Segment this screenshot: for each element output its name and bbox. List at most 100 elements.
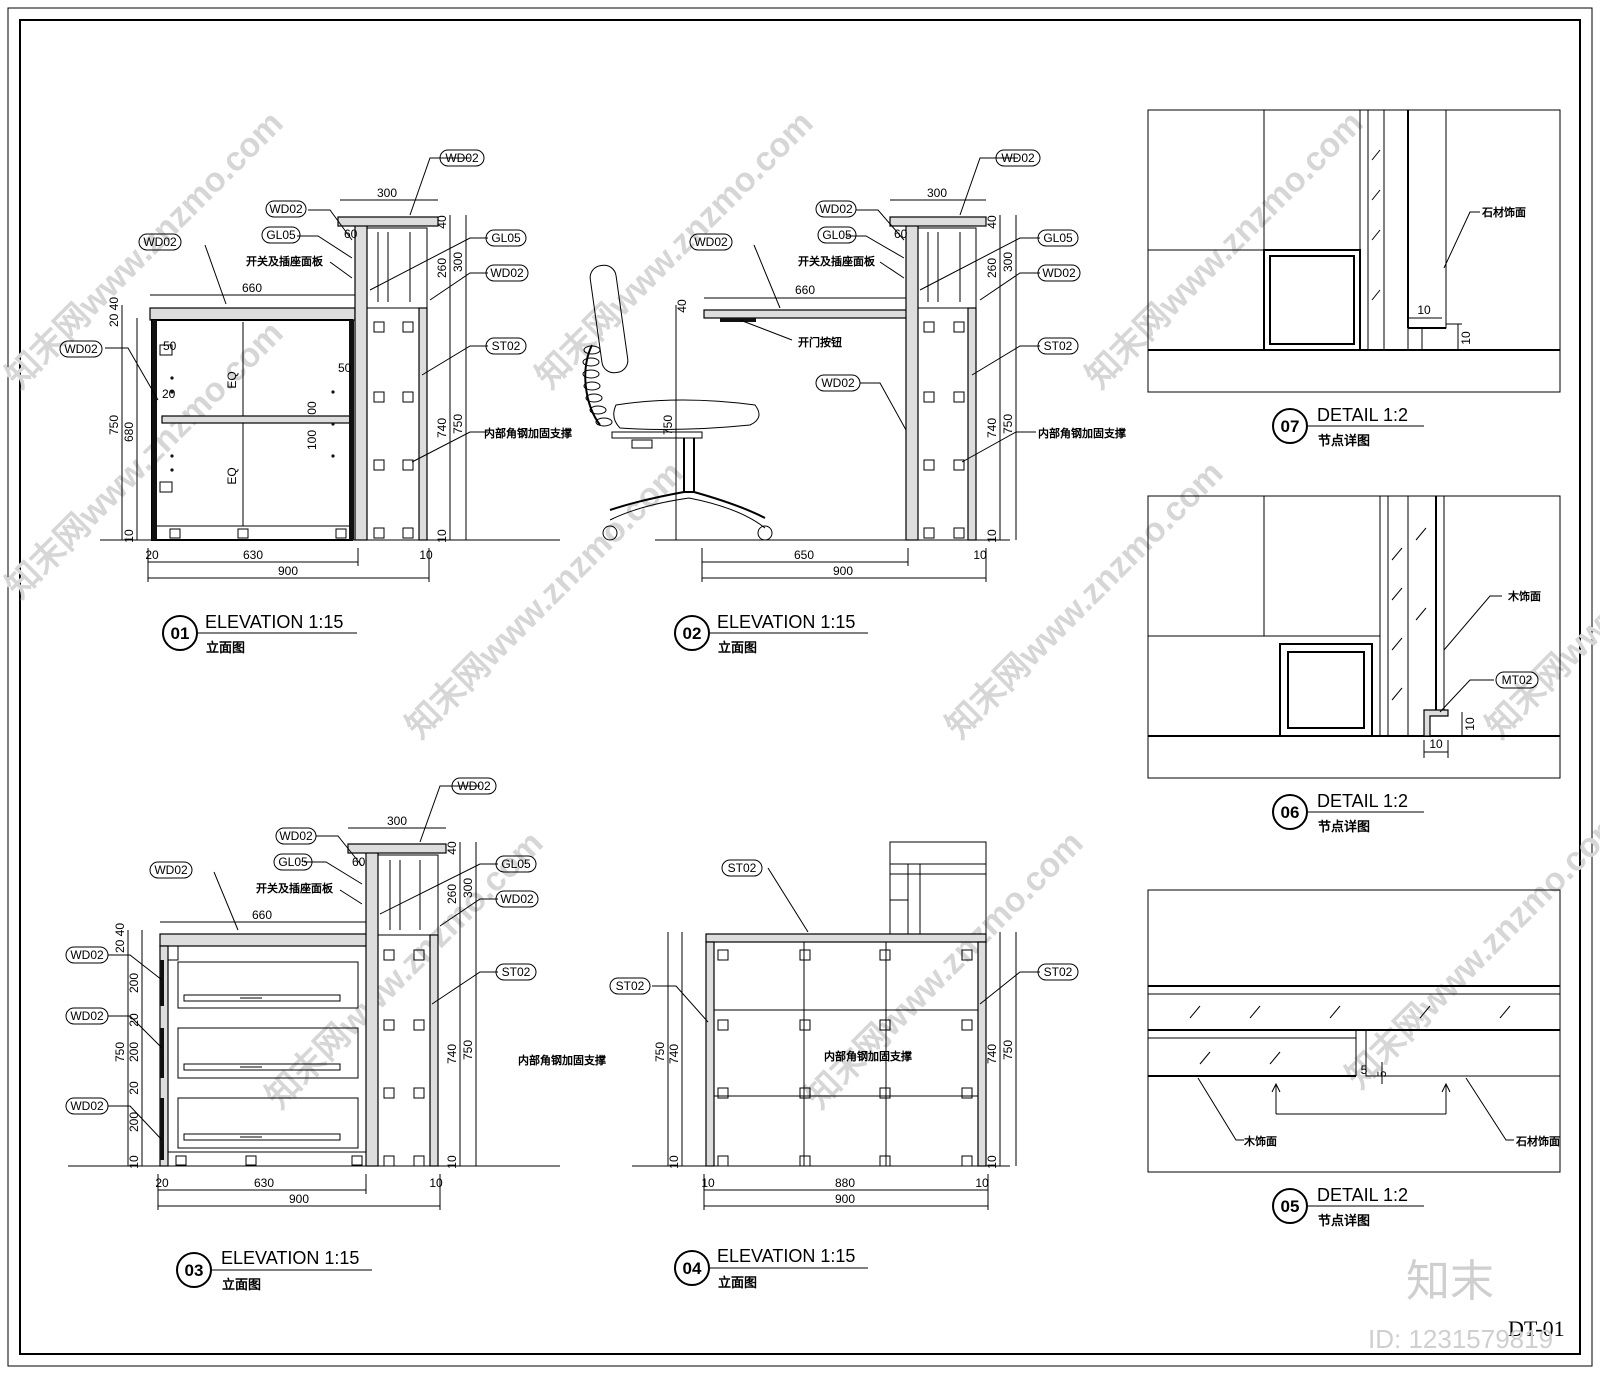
drawing-text: 20 [155, 1176, 169, 1190]
detail-06-drawing [1147, 495, 1561, 779]
wood-finish-note: 木饰面 [1507, 589, 1541, 603]
view-title: ELEVATION 1:15 [717, 1246, 855, 1266]
drawing-text: 740 [445, 1044, 459, 1064]
gl05-tag: GL05 [261, 226, 301, 244]
drawing-text: 10 [445, 1155, 459, 1169]
view-title: DETAIL 1:2 [1317, 405, 1408, 425]
drawing-text: 300 [1001, 252, 1015, 272]
drawing-text: 200 [127, 1112, 141, 1132]
drawing-text: WD02 [500, 892, 534, 906]
steel-note: 内部角钢加固支撑 [484, 426, 572, 440]
drawing-text: 20 [127, 1081, 141, 1095]
view-title: ELEVATION 1:15 [205, 612, 343, 632]
drawing-text: EQ [225, 371, 239, 388]
drawing-text: WD02 [279, 829, 313, 843]
wd02-tag: WD02 [439, 149, 485, 167]
drawing-text: ST02 [728, 861, 757, 875]
drawing-text: 10 [985, 529, 999, 543]
drawing-text: 660 [242, 281, 262, 295]
st02-tag: ST02 [721, 859, 763, 877]
view-subtitle: 立面图 [718, 1275, 757, 1290]
elevation-01-drawing [100, 157, 560, 582]
drawing-text: WD02 [143, 235, 177, 249]
view-number-badge [674, 615, 710, 651]
view-title: DETAIL 1:2 [1317, 1185, 1408, 1205]
drawing-text: GL05 [491, 231, 521, 245]
drawing-text: 10 [127, 1155, 141, 1169]
view-number-badge [176, 1252, 212, 1288]
view-number-badge [1272, 794, 1308, 830]
drawing-text: ST02 [1044, 965, 1073, 979]
drawing-text: 10 [1429, 737, 1443, 751]
stone-finish-note: 石材饰面 [1515, 1134, 1560, 1148]
wd02-tag: WD02 [65, 946, 109, 964]
drawing-text: 750 [451, 414, 465, 434]
st02-tag: ST02 [485, 337, 527, 355]
drawing-text: 740 [667, 1044, 681, 1064]
outer-frame [7, 7, 1593, 1367]
wd02-tag: WD02 [149, 861, 193, 879]
wd02-tag: WD02 [65, 1097, 109, 1115]
drawing-text: WD02 [457, 779, 491, 793]
wd02-tag: WD02 [689, 233, 733, 251]
elevation-01-title: 01 ELEVATION 1:15 立面图 [162, 612, 357, 655]
drawing-text: WD02 [154, 863, 188, 877]
view-title: DETAIL 1:2 [1317, 791, 1408, 811]
drawing-text: 880 [835, 1176, 855, 1190]
wd02-tag: WD02 [65, 1007, 109, 1025]
drawing-text: WD02 [445, 151, 479, 165]
drawing-text: 900 [278, 564, 298, 578]
watermark-logo: 知末 [1406, 1257, 1494, 1306]
drawing-text: WD02 [1001, 151, 1035, 165]
drawing-text: 630 [243, 548, 263, 562]
drawing-text: 10 [1417, 303, 1431, 317]
drawing-text: WD02 [64, 342, 98, 356]
drawing-text: 03 [185, 1261, 204, 1280]
elevation-04-title: 04 ELEVATION 1:15 立面图 [674, 1246, 868, 1290]
drawing-text: 10 [419, 548, 433, 562]
drawing-text: GL05 [501, 857, 531, 871]
detail-06-labels: 木饰面 MT02 10 10 06 DETAIL 1:2 节点详图 [1272, 589, 1541, 834]
drawing-text: 750 [107, 415, 121, 435]
drawing-text: MT02 [1502, 673, 1533, 687]
drawing-text: 20 40 [113, 923, 127, 953]
wd02-tag: WD02 [815, 200, 857, 218]
watermark-text: 知末网www.znzmo.com [529, 104, 821, 396]
drawing-text: 260 [435, 258, 449, 278]
drawing-text: 5 [1375, 1070, 1389, 1077]
wd02-tag: WD02 [59, 340, 103, 358]
drawing-text: 10 [122, 529, 136, 543]
st02-tag: ST02 [609, 977, 651, 995]
st02-tag: ST02 [1037, 337, 1079, 355]
drawing-text: 260 [445, 884, 459, 904]
drawing-text: WD02 [821, 376, 855, 390]
drawing-text: 740 [435, 418, 449, 438]
view-subtitle: 节点详图 [1318, 819, 1370, 834]
drawing-text: GL05 [1043, 231, 1073, 245]
stone-finish-note: 石材饰面 [1481, 205, 1526, 219]
drawing-text: 200 [127, 973, 141, 993]
elevation-01-labels: WD02 WD02 GL05 WD02 GL05 WD02 ST02 WD02 … [59, 149, 572, 578]
drawing-text: 20 40 [107, 297, 121, 327]
elevation-03-labels: WD02 WD02 GL05 WD02 GL05 WD02 ST02 WD02 … [65, 777, 606, 1206]
drawing-text: 630 [254, 1176, 274, 1190]
gl05-tag: GL05 [817, 226, 857, 244]
drawing-text: GL05 [266, 228, 296, 242]
view-title: ELEVATION 1:15 [717, 612, 855, 632]
drawing-text: 10 [985, 1155, 999, 1169]
drawing-text: 680 [122, 422, 136, 442]
drawing-text: 60 [894, 227, 908, 241]
drawing-text: 300 [451, 252, 465, 272]
drawing-text: 10 [1459, 331, 1473, 345]
drawing-text: 06 [1281, 803, 1300, 822]
st02-tag: ST02 [495, 963, 537, 981]
drawing-text: 05 [1281, 1197, 1300, 1216]
gl05-tag: GL05 [1037, 229, 1079, 247]
drawing-text: WD02 [70, 1009, 104, 1023]
drawing-text: 740 [985, 418, 999, 438]
view-number-badge [1272, 408, 1308, 444]
socket-note: 开关及插座面板 [246, 254, 324, 268]
drawing-text: 60 [344, 227, 358, 241]
drawing-text: WD02 [1042, 266, 1076, 280]
